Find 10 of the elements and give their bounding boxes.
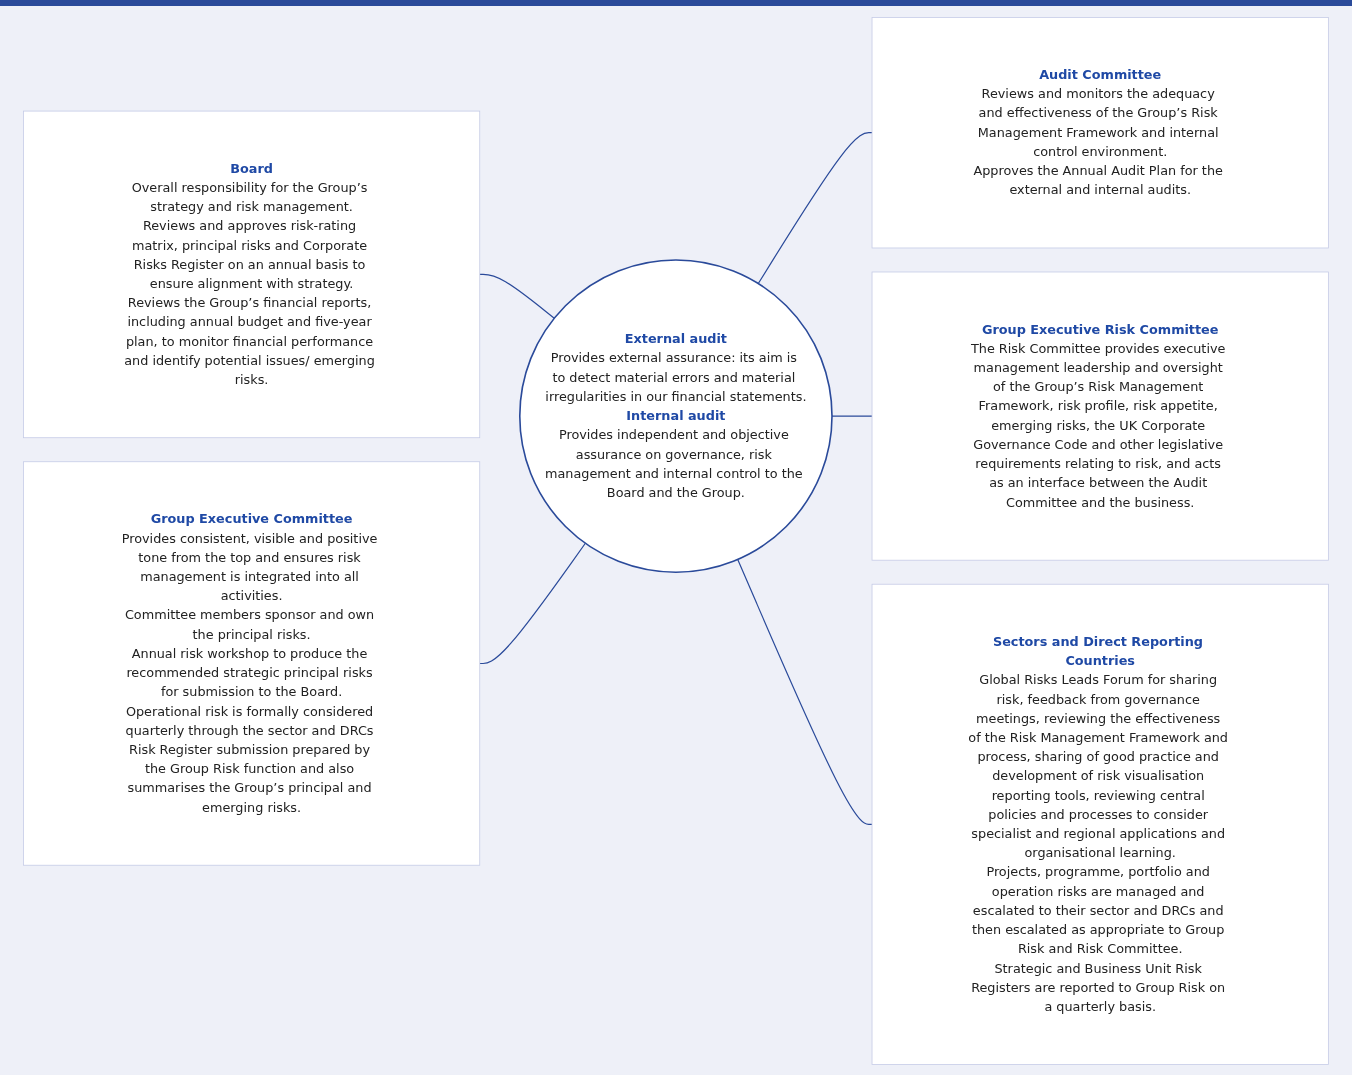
connector [757, 131, 873, 284]
connector [479, 542, 587, 664]
connector [737, 558, 873, 825]
node-box: Group Executive Committee Provides consistent, visible and positive tone from the top and ensures risk management is integrated into all activities. Committee members sponsor and own the principal risks. Annual risk workshop to produce the recommended strategic principal risks for submission to the Board. Operational risk is formally considered quarterly through the sector and DRCs Risk Register submission prepared by the Group Risk function and also summarises the Group’s principal and emerging risks. [23, 460, 481, 866]
node-box: Sectors and Direct Reporting Countries Global Risks Leads Forum for sharing risk, feedback from governance meetings, reviewing the effectiveness of the Risk Management Framework and process, sharing of good practice and development of risk visualisation reporting tools, reviewing central policies and processes to consider specialist and regional applications and organisational learning. Projects, programme, portfolio and operation risks are managed and escalated to their sector and DRCs and then escalated as appropriate to Group Risk and Risk Committee. Strategic and Business Unit Risk Registers are reported to Group Risk on a quarterly basis. [871, 583, 1329, 1065]
node-circle: External audit Provides external assurance: its aim is to detect material errors and material irregularities in our financial statements. Internal audit Provides independent and objective assurance on governance, risk management and internal control to the Board and the Group. [519, 258, 833, 573]
node-box: Audit Committee Reviews and monitors the adequacy and effectiveness of the Group’s Risk Management Framework and internal control environment. Approves the Annual Audit Plan for the external and internal audits. [871, 16, 1329, 248]
connector [479, 273, 555, 319]
node-box: Group Executive Risk Committee The Risk Committee provides executive management leadership and oversight of the Group’s Risk Management Framework, risk profile, risk appetite, emerging risks, the UK Corporate Governance Code and other legislative requirements relating to risk, and acts as an interface between the Audit Committee and the business. [871, 271, 1329, 561]
node-box: Board Overall responsibility for the Group’s strategy and risk management. Reviews and approves risk-rating matrix, principal risks and Corporate Risks Register on an annual basis to ensure alignment with strategy. Reviews the Group’s financial reports, including annual budget and five-year plan, to monitor financial performance and identify potential issues/ emerging risks. [23, 110, 481, 438]
